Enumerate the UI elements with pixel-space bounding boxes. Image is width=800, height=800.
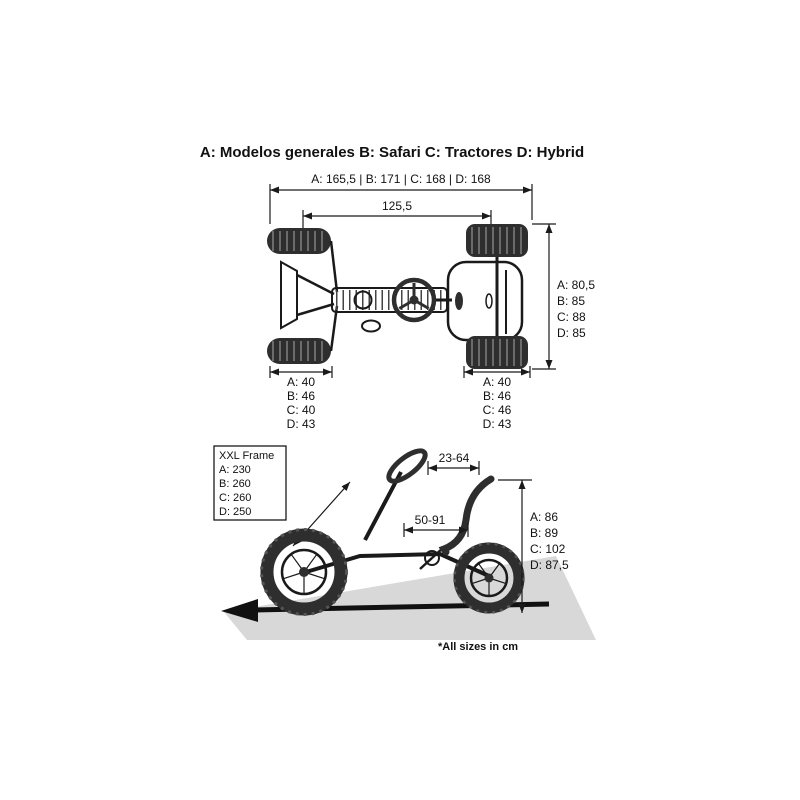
- frame-box-line-d: D: 250: [219, 506, 251, 518]
- wheelbase-label: 125,5: [382, 199, 412, 213]
- rear-track-line-c: C: 46: [483, 403, 512, 417]
- rear-wheel-bottom: [466, 336, 528, 369]
- front-wheel-top: [267, 228, 331, 254]
- seat-range-label: 50-91: [415, 513, 446, 527]
- front-struts: [296, 240, 339, 352]
- overall-width-line-c: C: 88: [557, 310, 586, 324]
- overall-length-dimension: A: 165,5 | B: 171 | C: 168 | D: 168: [269, 172, 533, 224]
- front-track-line-b: B: 46: [287, 389, 315, 403]
- steering-range-label: 23-64: [439, 451, 470, 465]
- steering-wheel-top: [391, 277, 452, 323]
- overall-length-label: A: 165,5 | B: 171 | C: 168 | D: 168: [311, 172, 491, 186]
- seat-range-dimension: 50-91: [403, 513, 469, 537]
- kart-top-view: [267, 224, 528, 369]
- front-track-line-a: A: 40: [287, 375, 315, 389]
- rear-wheel-side: [260, 528, 348, 616]
- front-track-line-c: C: 40: [287, 403, 316, 417]
- kart-side-view: [260, 448, 525, 616]
- overall-width-dimension: A: 80,5 B: 85 C: 88 D: 85: [532, 223, 595, 370]
- frame-box-line-a: A: 230: [219, 464, 251, 476]
- front-track-dimension: A: 40 B: 46 C: 40 D: 43: [269, 366, 333, 431]
- frame-box-line-c: C: 260: [219, 492, 251, 504]
- front-bumper: [280, 260, 298, 330]
- height-line-d: D: 87,5: [530, 558, 569, 572]
- height-line-b: B: 89: [530, 526, 558, 540]
- ground-shadow: [224, 556, 596, 640]
- overall-width-line-a: A: 80,5: [557, 278, 595, 292]
- seat-body-top: [446, 260, 524, 342]
- overall-width-line-d: D: 85: [557, 326, 586, 340]
- rear-wheel-top: [466, 224, 528, 257]
- rear-track-dimension: A: 40 B: 46 C: 46 D: 43: [463, 366, 531, 431]
- frame-box-line-b: B: 260: [219, 478, 251, 490]
- frame-box-line-title: XXL Frame: [219, 450, 274, 462]
- rear-track-line-a: A: 40: [483, 375, 511, 389]
- front-track-line-d: D: 43: [287, 417, 316, 431]
- rear-track-line-b: B: 46: [483, 389, 511, 403]
- side-view-diagram: XXL Frame A: 230 B: 260 C: 260 D: 250: [213, 445, 596, 653]
- pedal-top: [361, 319, 381, 333]
- height-line-c: C: 102: [530, 542, 566, 556]
- chainring-top: [353, 290, 373, 310]
- top-view-diagram: A: 165,5 | B: 171 | C: 168 | D: 168 125,…: [267, 172, 595, 431]
- frame-size-box: XXL Frame A: 230 B: 260 C: 260 D: 250: [213, 445, 287, 521]
- overall-width-line-b: B: 85: [557, 294, 585, 308]
- steering-range-dimension: 23-64: [427, 451, 480, 475]
- height-dimension: A: 86 B: 89 C: 102 D: 87,5: [498, 479, 569, 613]
- pedal-crank: [419, 546, 445, 570]
- rear-track-line-d: D: 43: [483, 417, 512, 431]
- diagram-title: A: Modelos generales B: Safari C: Tracto…: [200, 144, 584, 161]
- height-line-a: A: 86: [530, 510, 558, 524]
- steering-wheel-side: [386, 448, 428, 484]
- sizes-footnote: *All sizes in cm: [438, 641, 518, 653]
- seat-side: [438, 475, 495, 556]
- wheelbase-dimension: 125,5: [302, 199, 492, 236]
- front-wheel-bottom: [267, 338, 331, 364]
